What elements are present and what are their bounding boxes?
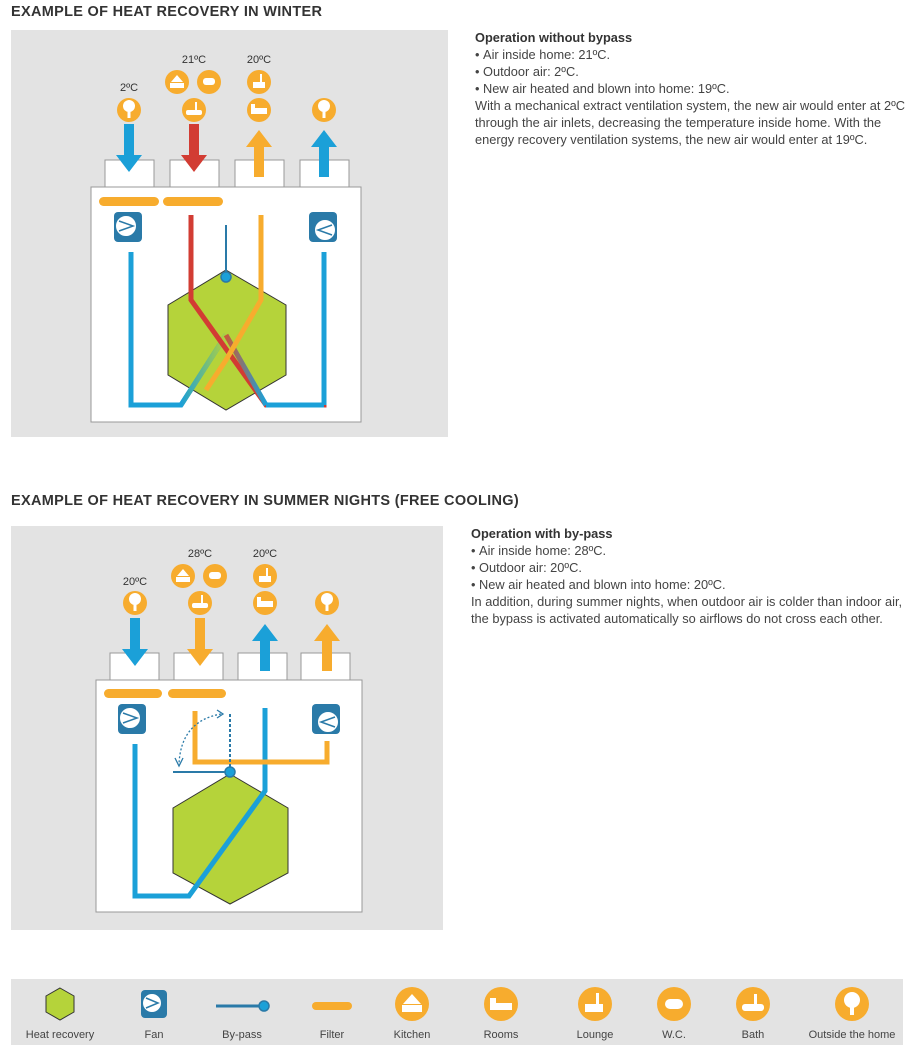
bathtub-icon [188,591,212,615]
winter-bullet: New air heated and blown into home: 19ºC… [475,80,905,97]
temp-inside: 28ºC [188,548,212,560]
tree-icon [117,98,141,122]
tree-icon [312,98,336,122]
winter-diagram: 2ºC 21ºC 20ºC [11,30,448,437]
filter-icon [104,689,162,698]
summer-bullet: New air heated and blown into home: 20ºC… [471,576,903,593]
winter-section-title: EXAMPLE OF HEAT RECOVERY IN WINTER [11,4,323,20]
arrow-outdoor-in [122,618,148,666]
toilet-icon [203,564,227,588]
winter-paragraph: With a mechanical extract ventilation sy… [475,98,906,147]
temp-outdoor: 20ºC [123,576,147,588]
lamp-sofa-icon [247,70,271,94]
legend-heat-recovery: Heat recovery [15,979,105,1045]
tree-icon [835,987,869,1021]
summer-bullet: Air inside home: 28ºC. [471,542,903,559]
legend-lounge: Lounge [550,979,640,1045]
filter-icon [312,1002,352,1010]
legend-kitchen: Kitchen [367,979,457,1045]
filter-icon [99,197,159,206]
fan-icon [309,212,337,242]
arrow-supply-out [246,130,272,177]
fan-icon [114,212,142,242]
lamp-sofa-icon [253,564,277,588]
summer-diagram: 20ºC 28ºC 20ºC [11,526,443,930]
toilet-icon [197,70,221,94]
fan-icon [141,990,167,1018]
summer-heading: Operation with by-pass [471,526,613,541]
bed-icon [484,987,518,1021]
temp-inside: 21ºC [182,54,206,66]
fan-icon [118,704,146,734]
temp-outdoor: 2ºC [120,82,138,94]
filter-icon [168,689,226,698]
legend-rooms: Rooms [456,979,546,1045]
temp-new-air: 20ºC [247,54,271,66]
bathtub-icon [182,98,206,122]
summer-paragraph: In addition, during summer nights, when … [471,594,903,626]
arrow-outdoor-in [116,124,142,172]
legend: Heat recovery Fan By-pass Filter Kitchen… [11,979,903,1045]
bed-icon [253,591,277,615]
winter-description: Operation without bypass Air inside home… [475,29,905,148]
arrow-extract-in [181,124,207,172]
kitchen-hood-icon [395,987,429,1021]
legend-fan: Fan [109,979,199,1045]
lamp-sofa-icon [578,987,612,1021]
arrow-exhaust-out [314,624,340,671]
arrow-supply-out [252,624,278,671]
tree-icon [315,591,339,615]
kitchen-hood-icon [171,564,195,588]
legend-bypass: By-pass [197,979,287,1045]
legend-wc: W.C. [629,979,719,1045]
summer-description: Operation with by-pass Air inside home: … [471,525,903,627]
bed-icon [247,98,271,122]
hexagon-icon [45,987,75,1021]
legend-outside: Outside the home [807,979,897,1045]
fan-icon [312,704,340,734]
summer-bullet: Outdoor air: 20ºC. [471,559,903,576]
winter-bullet: Outdoor air: 2ºC. [475,63,905,80]
legend-bath: Bath [708,979,798,1045]
kitchen-hood-icon [165,70,189,94]
legend-filter: Filter [287,979,377,1045]
bathtub-icon [736,987,770,1021]
bypass-icon [216,1000,270,1012]
tree-icon [123,591,147,615]
toilet-icon [657,987,691,1021]
temp-new-air: 20ºC [253,548,277,560]
filter-icon [163,197,223,206]
arrow-extract-in [187,618,213,666]
summer-section-title: EXAMPLE OF HEAT RECOVERY IN SUMMER NIGHT… [11,493,519,509]
arrow-exhaust-out [311,130,337,177]
winter-bullet: Air inside home: 21ºC. [475,46,905,63]
winter-heading: Operation without bypass [475,30,633,45]
